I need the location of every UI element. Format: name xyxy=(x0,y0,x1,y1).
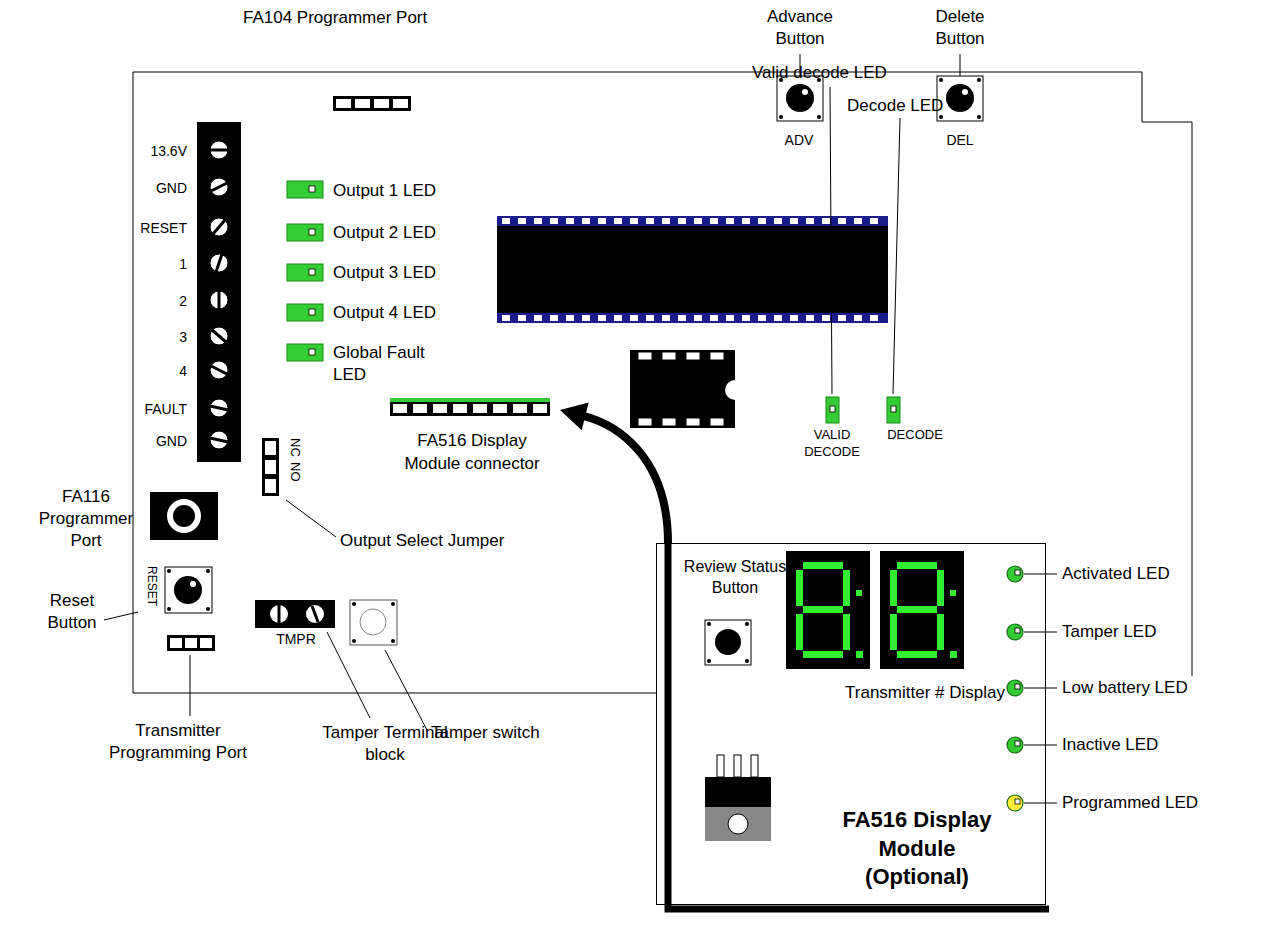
part-label: Decode LED xyxy=(847,95,943,117)
part-label: FA104 Programmer Port xyxy=(243,7,427,29)
part-label: FAULT xyxy=(144,400,187,418)
part-label: Inactive LED xyxy=(1062,734,1158,756)
module-arrow xyxy=(560,403,668,543)
rotated-label: NO xyxy=(288,462,302,482)
part-label: VALID DECODE xyxy=(796,427,868,461)
part-label: Output Select Jumper xyxy=(340,530,504,552)
part-label: Tamper Terminal block xyxy=(315,722,455,766)
part-label: 13.6V xyxy=(150,142,187,160)
part-label: Low battery LED xyxy=(1062,677,1188,699)
connector-header: FA516 Display Module connector xyxy=(385,398,560,480)
part-label: Transmitter # Display xyxy=(845,682,1005,704)
part-label: GND xyxy=(156,432,187,450)
part-label: Review Status Button xyxy=(681,557,789,599)
part-label: Programmed LED xyxy=(1062,792,1198,814)
part-label: Valid decode LED xyxy=(752,62,887,84)
pin-header xyxy=(385,398,560,418)
part-label: RESET xyxy=(140,219,187,237)
part-label: Delete Button xyxy=(927,6,993,50)
part-label: Reset Button xyxy=(41,590,103,634)
part-label: 1 xyxy=(179,255,187,273)
display-module: FA516 Display Module (Optional) xyxy=(656,543,1046,905)
part-label: Output 2 LED xyxy=(333,222,436,244)
part-label: Output 4 LED xyxy=(333,302,436,324)
part-label: Output 1 LED xyxy=(333,180,436,202)
part-label: 2 xyxy=(179,292,187,310)
part-label: Transmitter Programming Port xyxy=(103,720,253,764)
part-label: FA116 Programmer Port xyxy=(38,486,134,552)
part-label: Global Fault LED xyxy=(333,342,445,386)
rotated-label: RESET xyxy=(145,566,158,606)
module-title: FA516 Display Module (Optional) xyxy=(825,806,1009,892)
part-label: TMPR xyxy=(276,630,316,648)
part-label: 4 xyxy=(179,362,187,380)
part-label: DECODE xyxy=(887,427,943,444)
part-label: 3 xyxy=(179,328,187,346)
part-label: Tamper LED xyxy=(1062,621,1156,643)
part-label: Advance Button xyxy=(763,6,837,50)
rotated-label: NC xyxy=(288,438,302,457)
part-label: ADV xyxy=(785,131,814,149)
part-label: DEL xyxy=(946,131,973,149)
part-label: Activated LED xyxy=(1062,563,1170,585)
connector-label: FA516 Display Module connector xyxy=(392,430,552,476)
part-label: GND xyxy=(156,179,187,197)
part-label: Output 3 LED xyxy=(333,262,436,284)
